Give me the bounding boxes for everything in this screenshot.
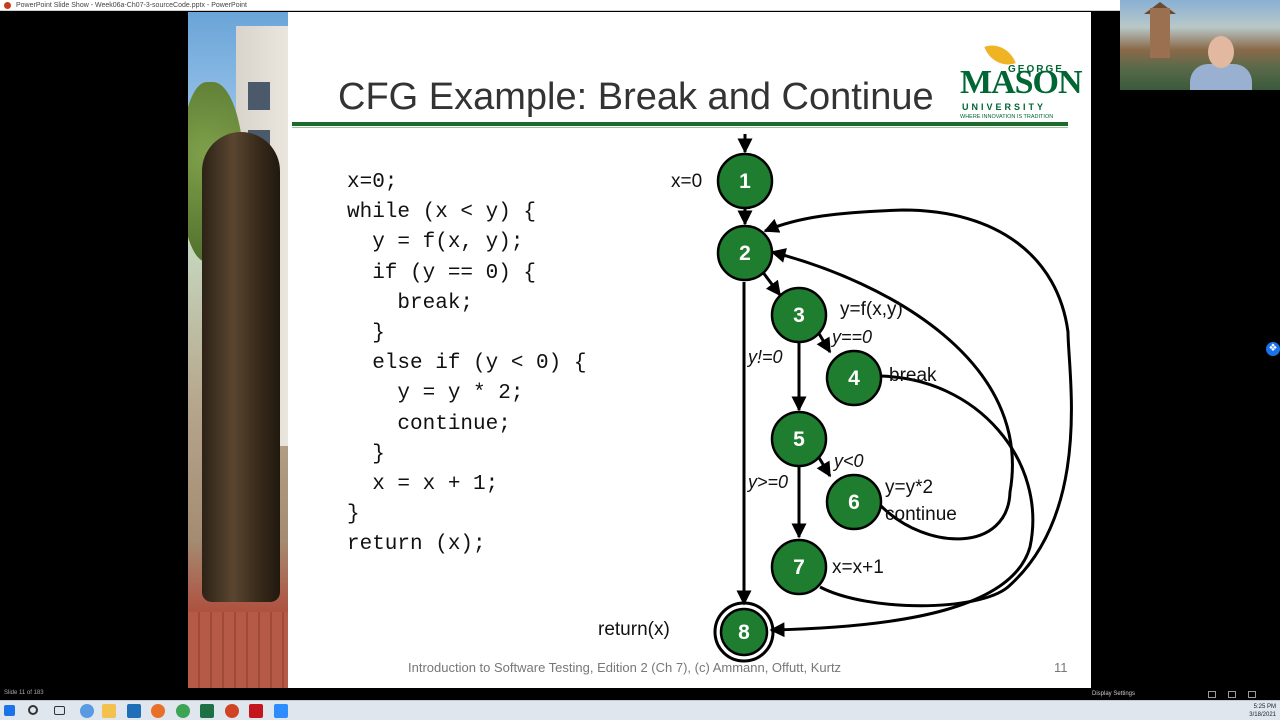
chrome-icon[interactable] <box>80 704 94 718</box>
graph-nodes: 1 2 3 4 5 6 7 8 <box>713 152 883 663</box>
edge-label-y-ne-0: y!=0 <box>746 347 783 367</box>
slideshow-controls: Display Settings <box>1092 690 1280 700</box>
graph-node-label: 4 <box>848 367 860 390</box>
graph-labels: x=0 y=f(x,y) break y=y*2 continue x=x+1 … <box>598 171 957 640</box>
code-line: break; <box>347 291 474 315</box>
code-line: y = y * 2; <box>347 382 524 406</box>
edge-5-6 <box>816 455 832 478</box>
graph-node-label: 6 <box>848 491 860 514</box>
label-break: break <box>889 365 937 386</box>
graph-node-3 <box>770 286 828 344</box>
edge-6-2 <box>770 248 1014 541</box>
control-flow-graph: 1 2 3 4 5 6 7 8 x=0 y=f(x,y) break y=y*2 contin… <box>598 134 1073 663</box>
code-line: x = x + 1; <box>347 472 499 496</box>
sharepoint-icon[interactable] <box>127 704 141 718</box>
display-settings-button[interactable]: Display Settings <box>1092 691 1136 697</box>
chrome-icon[interactable] <box>176 704 190 718</box>
presenter-webcam <box>1120 0 1280 90</box>
code-line: else if (y < 0) { <box>347 352 587 376</box>
powerpoint-icon[interactable] <box>225 704 239 718</box>
final-node-ring <box>713 601 775 663</box>
edge-2-3 <box>760 270 782 297</box>
normal-view-icon[interactable] <box>1208 691 1216 698</box>
code-line: x=0; <box>347 171 398 194</box>
graph-node-label: 7 <box>793 556 805 579</box>
code-line: continue; <box>347 412 511 436</box>
edge-3-4 <box>816 331 832 354</box>
statue-photo <box>188 12 288 688</box>
label-y-times-2: y=y*2 <box>885 477 933 498</box>
graph-node-label: 8 <box>738 621 750 644</box>
slide-title: CFG Example: Break and Continue <box>338 76 934 118</box>
title-underline <box>292 122 1068 126</box>
code-line: } <box>347 503 360 527</box>
graph-node-6 <box>825 473 883 531</box>
reading-view-icon[interactable] <box>1248 691 1256 698</box>
acrobat-icon[interactable] <box>249 704 263 718</box>
edge-label-y-ge-0: y>=0 <box>746 472 788 492</box>
system-clock: 5:25 PM 3/18/2021 <box>1249 704 1276 718</box>
task-view-icon[interactable] <box>54 706 65 715</box>
gmu-logo: GEORGE MASON UNIVERSITY WHERE INNOVATION… <box>958 38 1083 124</box>
code-line: } <box>347 321 385 345</box>
search-icon[interactable] <box>28 705 38 715</box>
graph-node-2 <box>716 224 774 282</box>
slide-number: 11 <box>1054 660 1068 675</box>
label-x-equals-0: x=0 <box>671 171 702 192</box>
slide-sorter-icon[interactable] <box>1228 691 1236 698</box>
windows-start-icon[interactable] <box>4 705 15 716</box>
slide-footer: Introduction to Software Testing, Editio… <box>408 660 842 675</box>
excel-icon[interactable] <box>200 704 214 718</box>
edge-label-y-lt-0: y<0 <box>832 451 864 471</box>
label-continue: continue <box>885 504 957 525</box>
file-explorer-icon[interactable] <box>102 704 116 718</box>
window-title-bar: PowerPoint Slide Show - Week06a-Ch07-3-s… <box>0 0 1280 11</box>
graph-node-5 <box>770 410 828 468</box>
graph-node-1 <box>716 152 774 210</box>
graph-node-7 <box>770 538 828 596</box>
slide-counter: Slide 11 of 183 <box>4 690 44 696</box>
code-line: y = f(x, y); <box>347 231 524 255</box>
source-code: x=0; while (x < y) { y = f(x, y); if (y … <box>347 168 586 560</box>
code-line: return (x); <box>347 533 486 557</box>
graph-node-4 <box>825 349 883 407</box>
edge-7-2 <box>763 208 1073 608</box>
graph-node-label: 1 <box>739 170 751 193</box>
graph-node-label: 2 <box>739 242 751 265</box>
edge-4-8 <box>769 374 1035 638</box>
dropbox-icon[interactable]: ❖ <box>1266 342 1280 356</box>
taskbar: 5:25 PM 3/18/2021 <box>0 700 1280 720</box>
window-title: PowerPoint Slide Show - Week06a-Ch07-3-s… <box>16 2 247 9</box>
graph-node-label: 3 <box>793 304 805 327</box>
graph-edges <box>736 134 1073 638</box>
label-x-plus-1: x=x+1 <box>832 557 884 578</box>
code-line: } <box>347 442 385 466</box>
graph-node-label: 5 <box>793 428 805 451</box>
firefox-icon[interactable] <box>151 704 165 718</box>
code-line: if (y == 0) { <box>347 261 537 285</box>
edge-labels: y==0 y!=0 y<0 y>=0 <box>746 327 872 492</box>
edge-label-y-eq-0: y==0 <box>830 327 872 347</box>
code-line: while (x < y) { <box>347 201 537 225</box>
powerpoint-icon <box>4 2 11 9</box>
label-return: return(x) <box>598 619 670 640</box>
slide: CFG Example: Break and Continue GEORGE M… <box>188 12 1091 688</box>
label-y-f: y=f(x,y) <box>840 299 903 320</box>
zoom-icon[interactable] <box>274 704 288 718</box>
graph-node-8 <box>719 607 769 657</box>
